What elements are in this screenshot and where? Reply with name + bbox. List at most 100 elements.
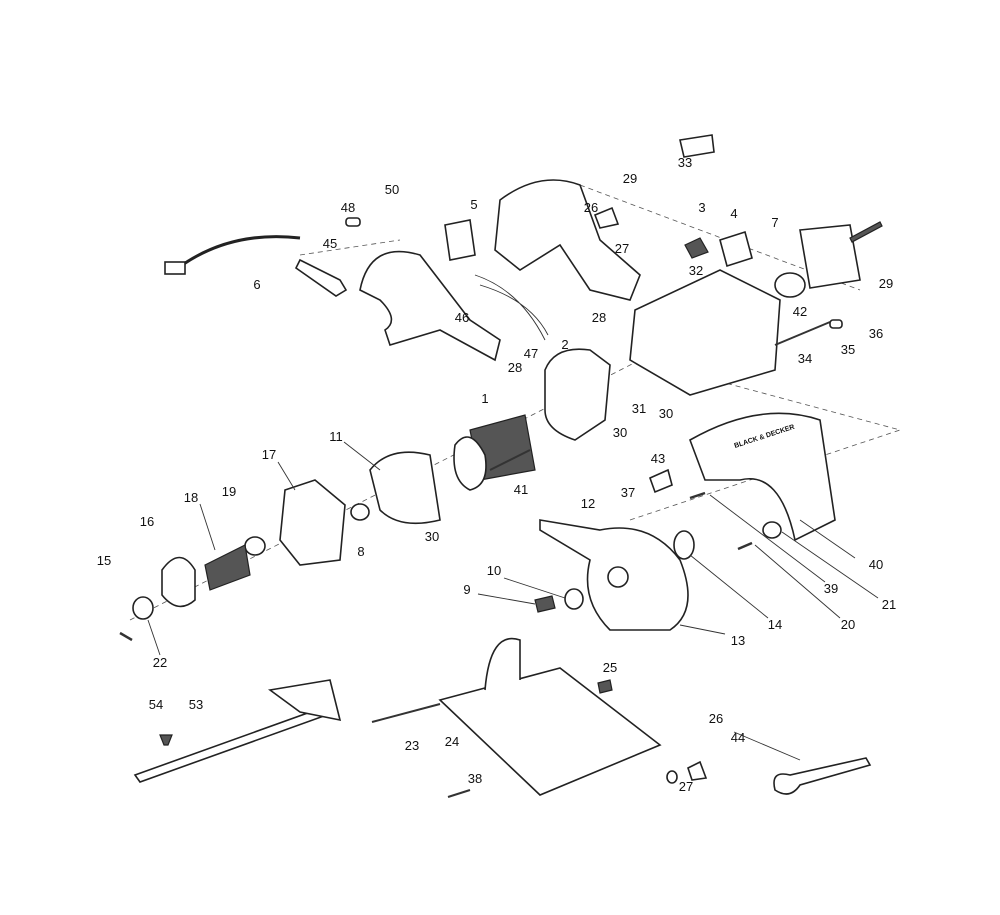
washer-37 <box>607 566 629 588</box>
callout: 48 <box>341 200 355 215</box>
bolt-34 <box>774 321 831 346</box>
motor-housing-32 <box>629 269 781 396</box>
callout: 54 <box>149 697 163 712</box>
callout: 5 <box>470 197 477 212</box>
spindle-18 <box>204 544 251 591</box>
callout: 10 <box>487 563 501 578</box>
callout: 2 <box>561 337 568 352</box>
switch-5 <box>444 219 476 261</box>
cover-16 <box>161 556 196 608</box>
wires-46-47 <box>474 274 549 341</box>
callout: 37 <box>621 485 635 500</box>
callout: 28 <box>592 310 606 325</box>
callout: 21 <box>882 597 896 612</box>
fence-guide <box>267 679 342 722</box>
callout: 47 <box>524 346 538 361</box>
callout: 22 <box>153 655 167 670</box>
callout: 41 <box>514 482 528 497</box>
callout: 43 <box>651 451 665 466</box>
baffle-11 <box>369 451 441 525</box>
bolt-23 <box>371 703 441 723</box>
callout: 30 <box>425 529 439 544</box>
callout: 3 <box>698 200 705 215</box>
bracket <box>484 637 521 691</box>
bushing-21 <box>762 521 782 539</box>
callout: 53 <box>189 697 203 712</box>
callout: 26 <box>709 711 723 726</box>
screw-41 <box>489 449 531 471</box>
leader-lines <box>147 441 879 761</box>
cord-protector-45 <box>294 258 348 297</box>
callout: 13 <box>731 633 745 648</box>
callout: 6 <box>253 277 260 292</box>
callout: 8 <box>357 544 364 559</box>
callout: 4 <box>730 206 737 221</box>
bearing-19 <box>244 536 266 556</box>
callout: 30 <box>613 425 627 440</box>
callout: 12 <box>581 496 595 511</box>
callout: 45 <box>323 236 337 251</box>
callout: 29 <box>623 171 637 186</box>
callout: 36 <box>869 326 883 341</box>
callout: 29 <box>879 276 893 291</box>
power-cord-6 <box>177 235 301 270</box>
spring-14 <box>673 530 695 560</box>
callout: 18 <box>184 490 198 505</box>
washer-27 <box>666 770 678 784</box>
pin-38 <box>447 789 471 798</box>
screw-25 <box>597 679 613 694</box>
blade-screw-9 <box>534 595 556 613</box>
screw-54 <box>159 734 173 746</box>
callout: 44 <box>731 730 745 745</box>
callout: 23 <box>405 738 419 753</box>
callout: 15 <box>97 553 111 568</box>
callout: 14 <box>768 617 782 632</box>
pin-35 <box>829 319 843 329</box>
wrench-44 <box>773 757 872 795</box>
callout: 9 <box>463 582 470 597</box>
plate-36 <box>799 224 861 289</box>
callout: 31 <box>632 401 646 416</box>
label-43 <box>648 468 673 494</box>
screw-39 <box>689 491 706 500</box>
plug <box>164 261 186 275</box>
callout: 25 <box>603 660 617 675</box>
screw-20 <box>737 541 753 551</box>
callout: 11 <box>329 429 343 444</box>
callout: 7 <box>771 215 778 230</box>
upper-guard-40 <box>689 412 836 542</box>
callout: 50 <box>385 182 399 197</box>
cap-7 <box>774 272 806 298</box>
screw-15 <box>119 631 133 642</box>
callout: 19 <box>222 484 236 499</box>
wing-nut-26 <box>593 206 620 229</box>
callout: 32 <box>689 263 703 278</box>
parts: BLACK & DECKER <box>119 134 883 798</box>
bearing-8 <box>350 503 370 521</box>
label-33 <box>679 134 715 158</box>
callout: 26 <box>584 200 598 215</box>
fan <box>453 436 487 491</box>
callout: 40 <box>869 557 883 572</box>
callouts: 33 29 50 48 5 26 3 4 7 27 45 6 29 32 42 … <box>97 155 896 794</box>
callout: 34 <box>798 351 812 366</box>
washer-10 <box>564 588 584 610</box>
brush-holder-4 <box>719 230 753 268</box>
callout: 20 <box>841 617 855 632</box>
callout: 1 <box>481 391 488 406</box>
callout: 17 <box>262 447 276 462</box>
wing-nut-26b <box>687 760 708 781</box>
callout: 27 <box>615 241 629 256</box>
callout: 24 <box>445 734 459 749</box>
screw-29 <box>849 221 883 243</box>
callout: 42 <box>793 304 807 319</box>
callout: 39 <box>824 581 838 596</box>
brush-3 <box>684 237 709 259</box>
callout: 27 <box>679 779 693 794</box>
callout: 46 <box>455 310 469 325</box>
callout: 30 <box>659 406 673 421</box>
callout: 28 <box>508 360 522 375</box>
callout: 33 <box>678 155 692 170</box>
